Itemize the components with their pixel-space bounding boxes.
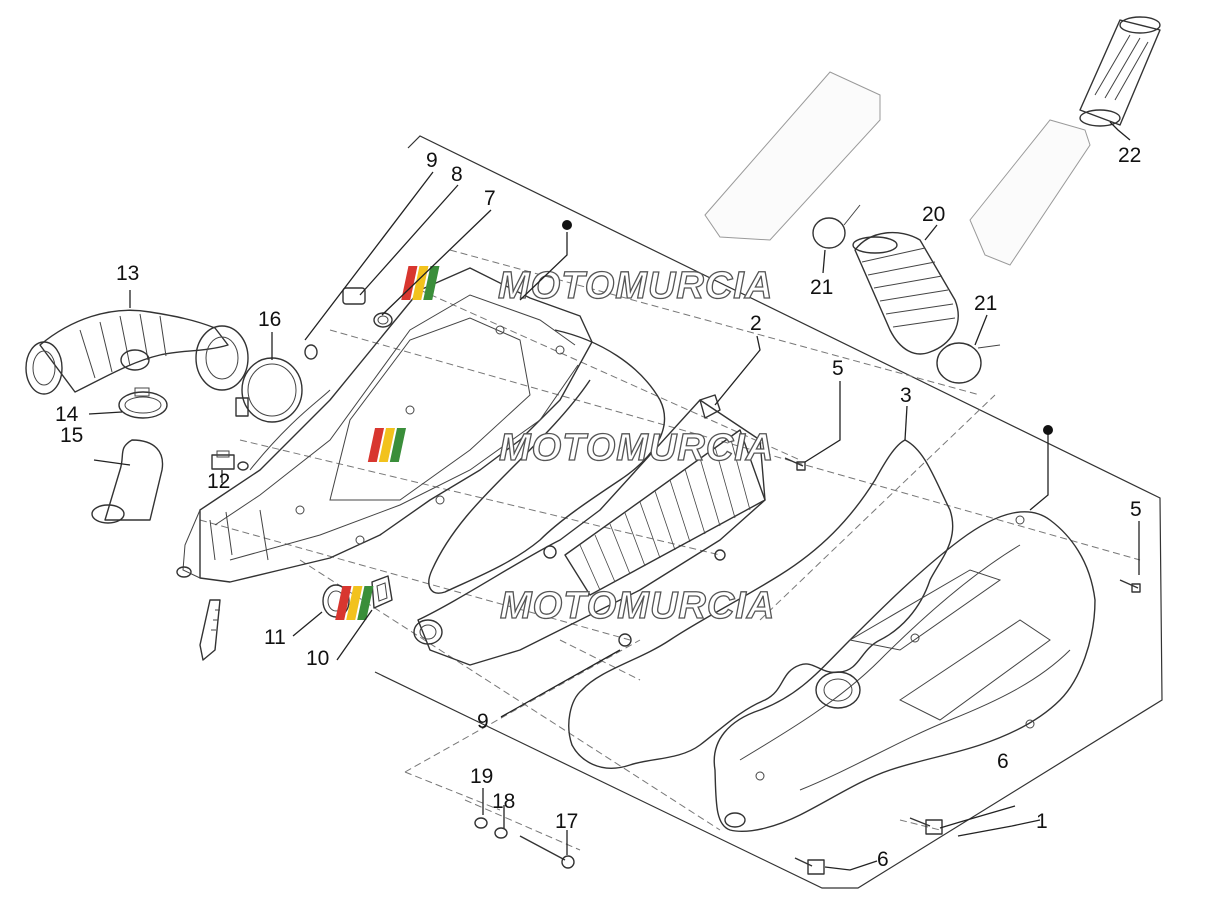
- filter-case-rear: [176, 267, 593, 661]
- watermark-text: MOTOMURCIA: [500, 585, 775, 627]
- callout-5: 5: [1130, 498, 1142, 521]
- callout-2: 2: [750, 312, 762, 335]
- intake-tube-top: [1079, 16, 1161, 127]
- callout-20: 20: [922, 203, 945, 226]
- callout-12: 12: [207, 470, 230, 493]
- breather-hose: [91, 439, 164, 524]
- callout-8: 8: [451, 163, 463, 186]
- gasket-seal-rear: [428, 329, 666, 594]
- callout-22: 22: [1118, 144, 1141, 167]
- callout-labels: 1 2 3 5 5 6 6 7 8 9 9 10 11 12 13 14 15 …: [55, 144, 1142, 871]
- callout-10: 10: [306, 647, 329, 670]
- hose-clamp: [118, 387, 168, 419]
- callout-16: 16: [258, 308, 281, 331]
- watermark-text: MOTOMURCIA: [499, 427, 774, 469]
- callout-9: 9: [477, 710, 489, 733]
- callout-21: 21: [974, 292, 997, 315]
- callout-17: 17: [555, 810, 578, 833]
- intake-boot: [852, 231, 959, 355]
- callout-3: 3: [900, 384, 912, 407]
- callout-11: 11: [264, 626, 286, 649]
- reference-dot: [1043, 425, 1053, 435]
- filter-cover-front: [713, 511, 1096, 832]
- callout-18: 18: [492, 790, 515, 813]
- spring-clip: [211, 450, 235, 470]
- callout-6: 6: [877, 848, 889, 871]
- watermark-bottom: MOTOMURCIA: [335, 584, 775, 628]
- callout-1: 1: [1036, 810, 1048, 833]
- boot-clamps: [812, 204, 1001, 384]
- bolt-and-washers: [474, 817, 575, 869]
- callout-6: 6: [997, 750, 1009, 773]
- leader-lines: [88, 121, 1140, 871]
- filter-element: [413, 394, 766, 666]
- assembly-frame: [374, 135, 1163, 889]
- callout-5: 5: [832, 357, 844, 380]
- watermark-middle: MOTOMURCIA: [367, 426, 774, 470]
- callout-7: 7: [484, 187, 496, 210]
- callout-21: 21: [810, 276, 833, 299]
- intake-duct: [25, 309, 249, 395]
- reference-dot: [562, 220, 572, 230]
- callout-13: 13: [116, 262, 139, 285]
- gasket-seal-front: [568, 439, 954, 769]
- washer: [237, 461, 249, 471]
- callout-15: 15: [60, 424, 83, 447]
- frame-ghost-parts: [704, 71, 1091, 266]
- callout-14: 14: [55, 403, 79, 426]
- band-clamp: [235, 357, 303, 423]
- callout-19: 19: [470, 765, 493, 788]
- callout-9: 9: [426, 149, 438, 172]
- alignment-lines: [199, 249, 1141, 851]
- watermark-text: MOTOMURCIA: [498, 265, 773, 307]
- screws: [784, 457, 1141, 875]
- sleeve-and-clips: [304, 287, 393, 360]
- watermark-top: MOTOMURCIA: [401, 264, 773, 308]
